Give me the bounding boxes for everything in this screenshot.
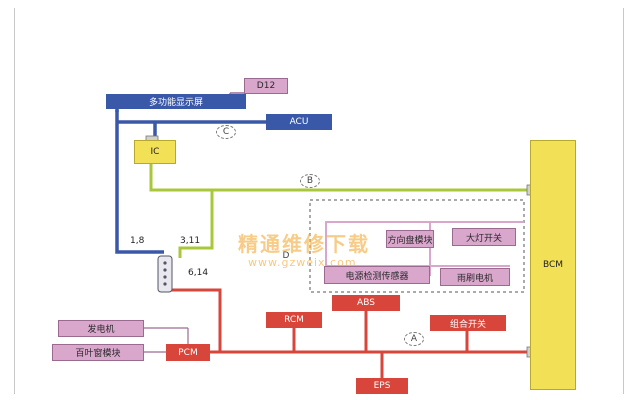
module-pcm: PCM (166, 344, 210, 361)
pin-label-green: 3,11 (180, 236, 201, 246)
bus-label-a: A (404, 332, 424, 346)
module-steering: 方向盘模块 (386, 230, 434, 248)
module-generator: 发电机 (58, 320, 144, 337)
bus-b-obd-branch (178, 190, 214, 258)
module-acu: ACU (266, 114, 332, 130)
bus-b-ic-to-bcm (149, 164, 530, 192)
module-rcm: RCM (266, 312, 322, 328)
obd-connector (157, 255, 173, 293)
bus-label-b: B (300, 174, 320, 188)
module-power-sensor: 电源检测传感器 (324, 266, 430, 284)
bus-label-c: C (216, 125, 236, 139)
module-headlight-switch: 大灯开关 (452, 228, 516, 246)
module-bcm: BCM (530, 140, 576, 390)
pin-label-blue: 1,8 (130, 236, 145, 246)
bus-d-dashed-region (309, 199, 525, 293)
module-wiper-motor: 雨刷电机 (440, 268, 510, 286)
module-ic: IC (134, 140, 176, 164)
module-combo-switch: 组合开关 (430, 315, 506, 331)
bus-a-wires (168, 288, 530, 378)
module-d12: D12 (244, 78, 288, 94)
bus-b-wires (149, 164, 530, 258)
watermark-title: 精通维修下载 (238, 232, 370, 256)
module-blind: 百叶窗模块 (52, 344, 144, 361)
module-eps: EPS (356, 378, 408, 394)
watermark-url: www.gzweix.com (248, 256, 357, 269)
bus-label-d: D (282, 251, 290, 261)
pin-label-red: 6,14 (188, 268, 209, 278)
bus-c-main-line (115, 110, 164, 254)
module-abs: ABS (332, 295, 400, 311)
bus-d-main-line (325, 221, 524, 266)
diagram-frame (14, 8, 624, 394)
module-display: 多功能显示屏 (106, 94, 246, 109)
bus-a-obd-line (168, 288, 222, 352)
